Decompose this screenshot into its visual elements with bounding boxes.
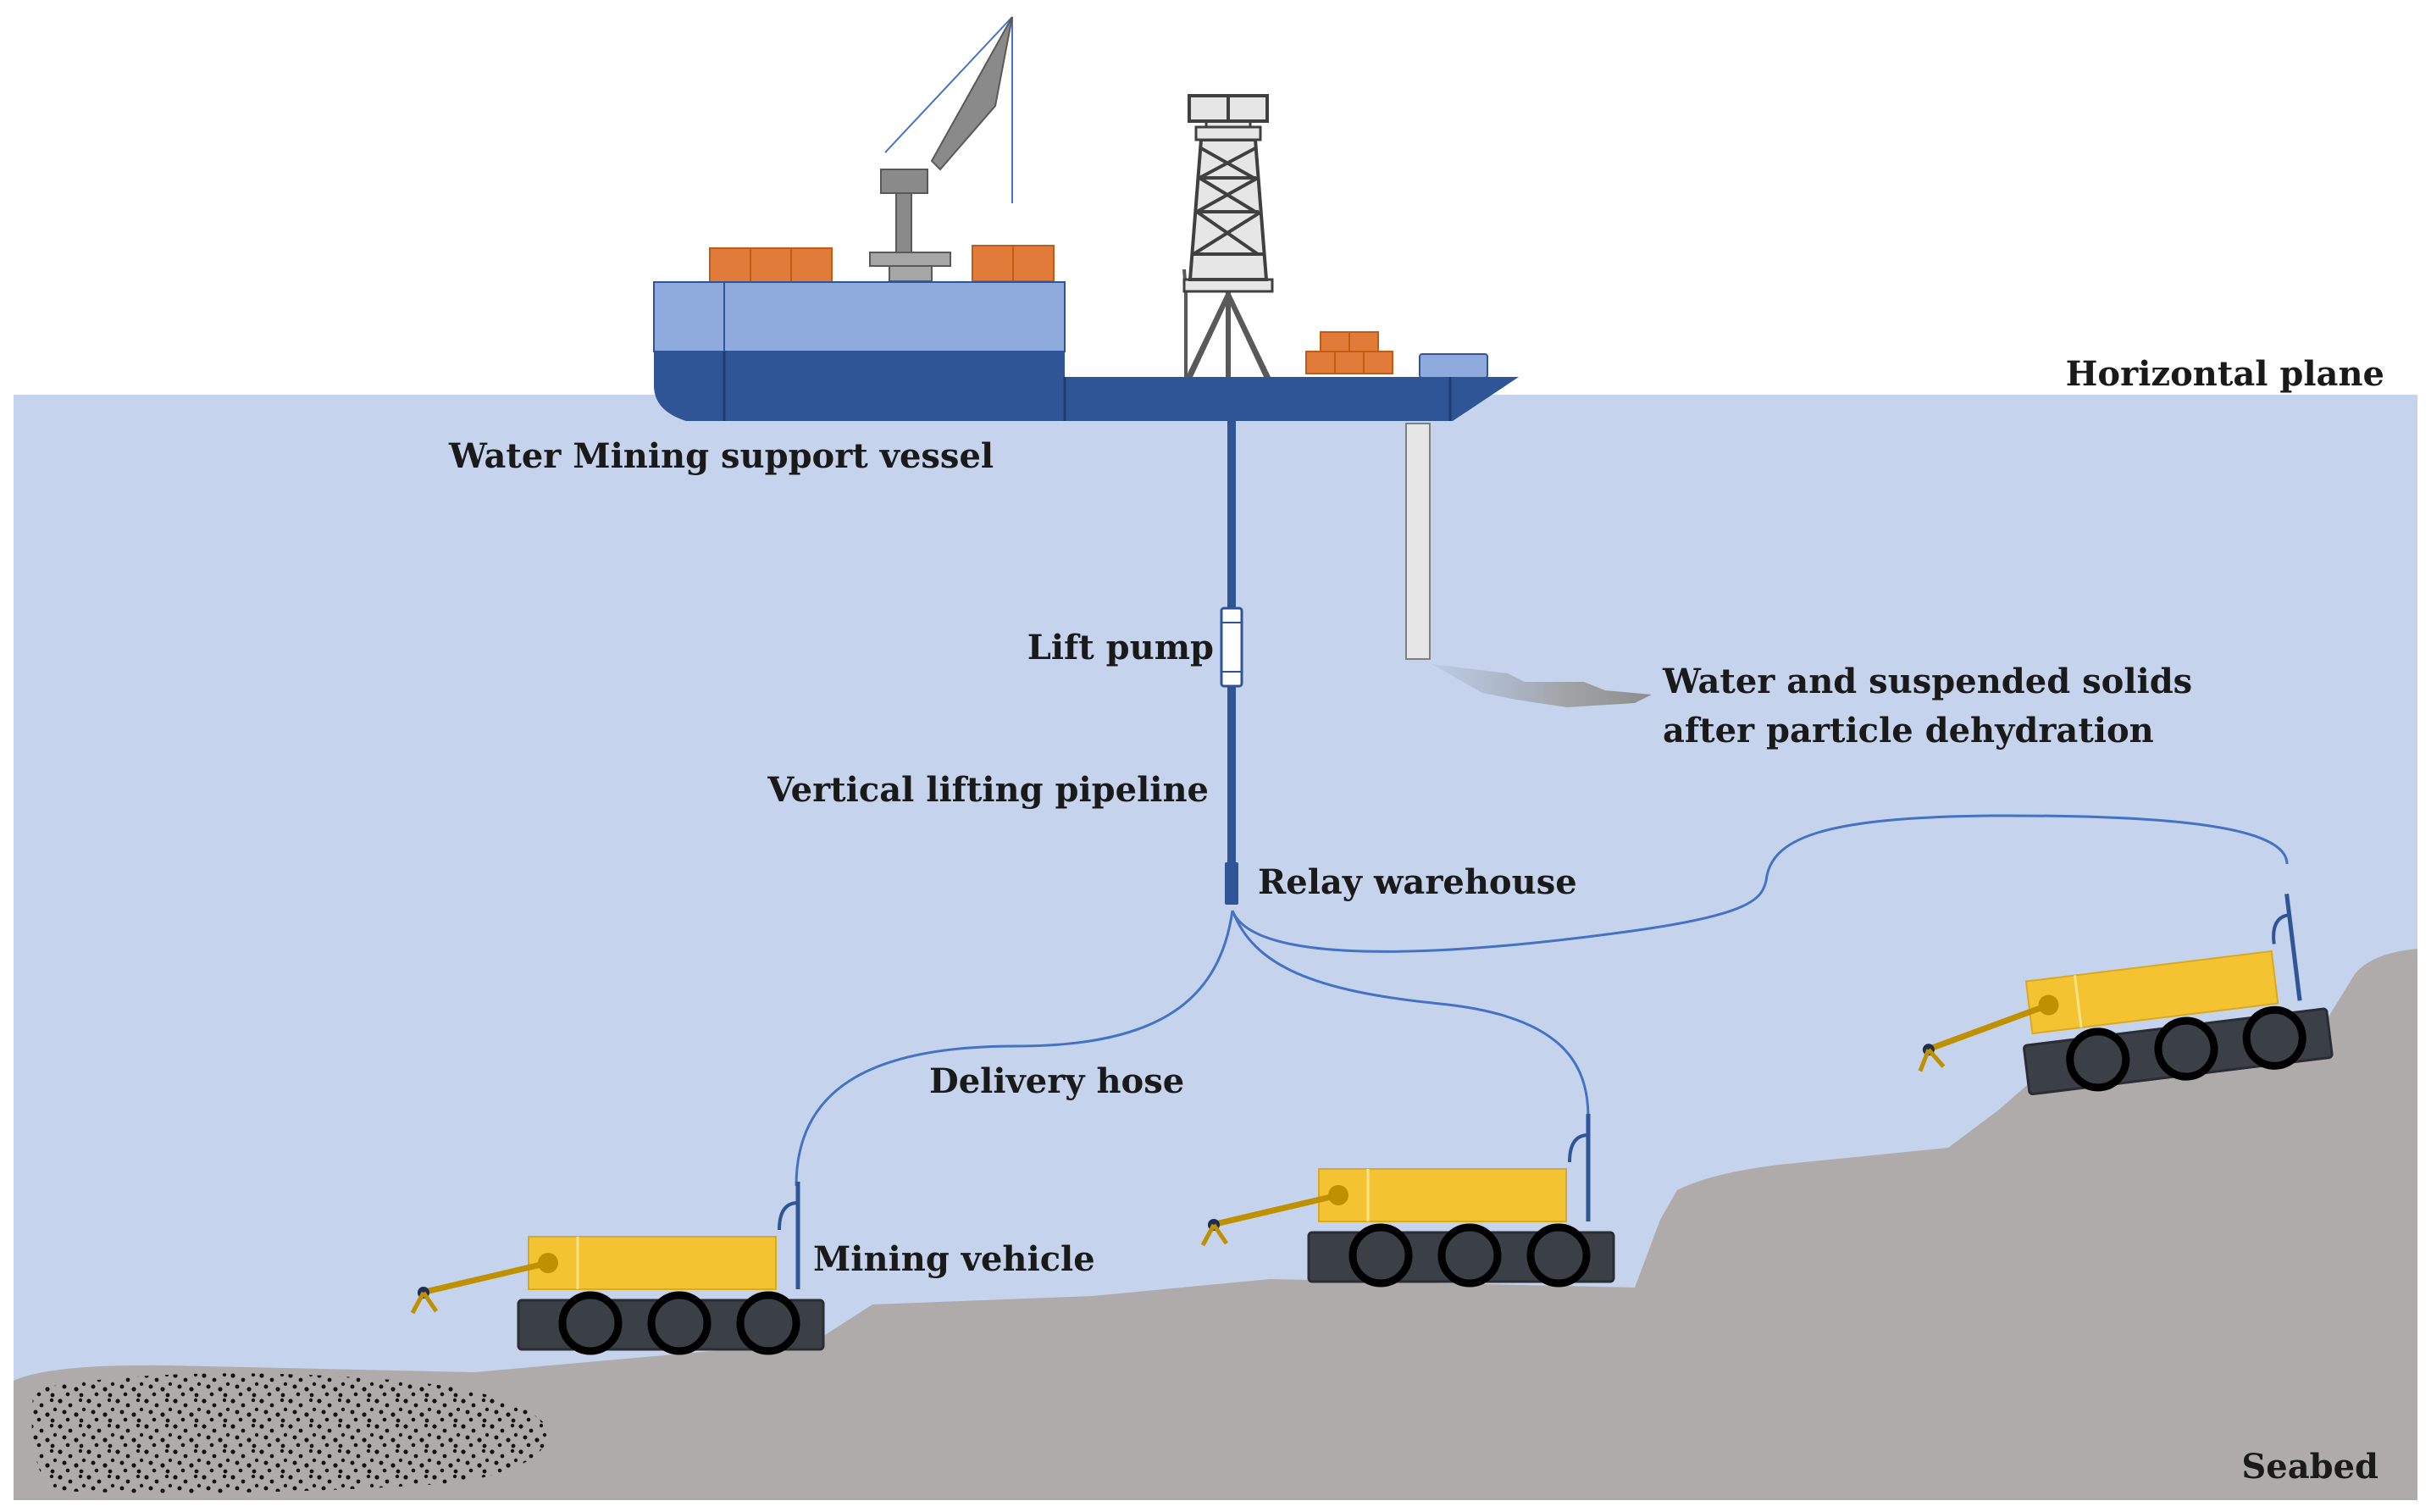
delivery-hose-left (795, 910, 1234, 1187)
label-discharge-line1: Water and suspended solids (1662, 662, 2192, 701)
label-mining-vehicle: Mining vehicle (813, 1239, 1095, 1279)
label-lift-pump: Lift pump (1027, 628, 1214, 667)
discharge-plume (1431, 664, 1652, 707)
discharge-pipe (1405, 423, 1431, 660)
mining-support-vessel (653, 16, 1519, 421)
label-horizontal-plane: Horizontal plane (2066, 354, 2384, 394)
label-discharge-line2: after particle dehydration (1663, 711, 2154, 750)
nodule-field (31, 1373, 551, 1493)
lift-pump (1220, 606, 1243, 688)
delivery-hose-middle (1231, 910, 1590, 1119)
label-delivery-hose: Delivery hose (929, 1061, 1184, 1101)
label-support-vessel: Water Mining support vessel (448, 436, 994, 476)
relay-warehouse (1225, 862, 1238, 905)
label-vertical-pipeline: Vertical lifting pipeline (767, 770, 1209, 810)
seabed (14, 949, 2417, 1500)
label-seabed: Seabed (2241, 1447, 2378, 1487)
delivery-hose-right (1231, 814, 2289, 953)
label-relay-warehouse: Relay warehouse (1258, 862, 1577, 902)
